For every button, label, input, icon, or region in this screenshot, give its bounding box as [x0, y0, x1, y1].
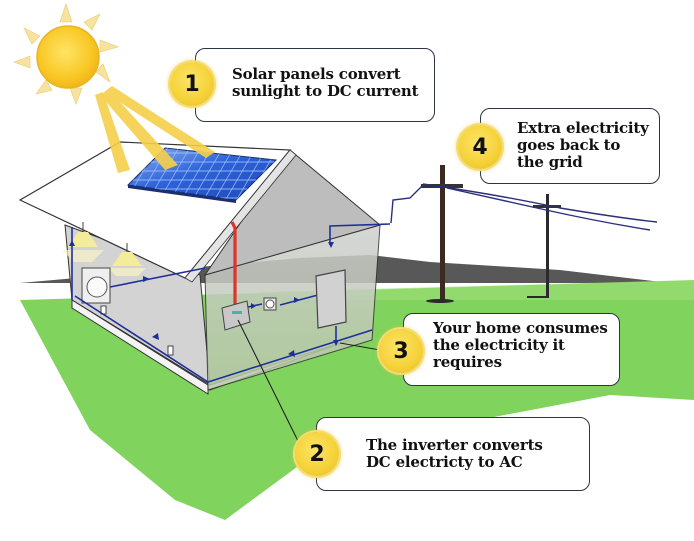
breaker-panel	[315, 269, 347, 329]
power-lines	[390, 183, 658, 231]
callout-step-3	[403, 313, 620, 386]
sunlight-beams	[95, 86, 215, 173]
step-4-number: 4	[472, 134, 488, 160]
flow-arrows	[69, 240, 339, 357]
roof-edge	[184, 149, 297, 283]
step-1-badge: 1	[170, 62, 214, 106]
step-4-badge: 4	[458, 125, 502, 169]
callout-step-1	[195, 48, 435, 122]
utility-pole-near	[421, 165, 463, 303]
ceiling-lamp-2	[108, 243, 146, 276]
step-2-text: The inverter converts DC electricty to A…	[366, 436, 543, 471]
wall-outlet-2	[167, 345, 174, 356]
step-2-badge: 2	[295, 432, 339, 476]
step-1-number: 1	[184, 71, 200, 97]
callout-step-4	[480, 108, 660, 184]
step-1-text: Solar panels convert sunlight to DC curr…	[232, 65, 419, 100]
dc-wire	[230, 221, 237, 305]
step-3-text: Your home consumes the electricity it re…	[433, 319, 608, 371]
step-4-text: Extra electricity goes back to the grid	[517, 119, 649, 171]
house-floor-slab	[71, 299, 209, 395]
step-3-number: 3	[393, 338, 409, 364]
utility-pole-far	[527, 194, 561, 298]
step-3-badge: 3	[379, 329, 423, 373]
sun-icon	[13, 3, 119, 105]
electric-meter	[263, 297, 277, 311]
step-2-number: 2	[309, 441, 325, 467]
inverter	[221, 300, 251, 331]
washing-machine	[81, 267, 111, 304]
callout-leader-lines	[237, 319, 381, 446]
callout-step-2	[316, 417, 590, 491]
